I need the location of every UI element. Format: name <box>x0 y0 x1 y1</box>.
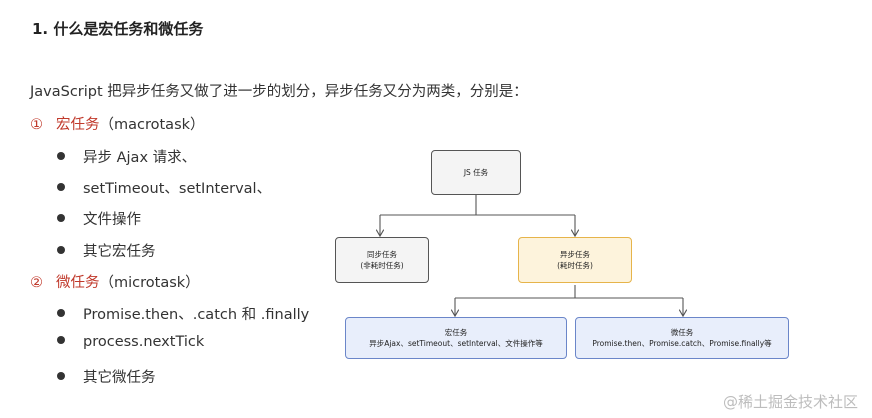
async-task-label: 异步任务 <box>560 250 590 259</box>
macrotask-node-label: 宏任务 <box>444 328 468 337</box>
macrotask-heading: ① 宏任务（macrotask） <box>30 113 205 134</box>
sync-task-node: 同步任务 (非耗时任务) <box>335 237 429 283</box>
list-item-text: process.nextTick <box>83 334 205 350</box>
async-task-sublabel: (耗时任务) <box>557 261 593 270</box>
bullet-icon <box>57 246 65 254</box>
list-item: setTimeout、setInterval、 <box>57 177 271 198</box>
page-heading: 1. 什么是宏任务和微任务 <box>32 20 204 38</box>
bullet-icon <box>57 336 65 344</box>
microtask-term: 微任务 <box>56 275 100 291</box>
js-task-label: JS 任务 <box>463 168 489 177</box>
microtask-english: （microtask） <box>99 275 200 291</box>
bullet-icon <box>57 214 65 222</box>
list-item: 异步 Ajax 请求、 <box>57 146 196 167</box>
list-item-text: 异步 Ajax 请求、 <box>83 150 197 166</box>
macrotask-term: 宏任务 <box>56 117 100 133</box>
list-item: 文件操作 <box>57 208 141 229</box>
microtask-node: 微任务 Promise.then、Promise.catch、Promise.f… <box>575 317 789 359</box>
intro-paragraph: JavaScript 把异步任务又做了进一步的划分，异步任务又分为两类，分别是： <box>30 84 528 100</box>
sync-task-sublabel: (非耗时任务) <box>360 261 404 270</box>
list-item: process.nextTick <box>57 334 204 350</box>
task-classification-diagram: JS 任务 同步任务 (非耗时任务) 异步任务 (耗时任务) 宏任务 异步Aja… <box>330 145 800 360</box>
microtask-node-sublabel: Promise.then、Promise.catch、Promise.final… <box>592 339 772 348</box>
list-item-text: setTimeout、setInterval、 <box>83 181 272 197</box>
bullet-icon <box>57 372 65 380</box>
microtask-node-label: 微任务 <box>670 328 694 337</box>
bullet-icon <box>57 152 65 160</box>
microtask-number: ② <box>30 275 43 291</box>
bullet-icon <box>57 309 65 317</box>
list-item-text: 其它宏任务 <box>83 244 156 260</box>
list-item-text: Promise.then、.catch 和 .finally <box>83 307 310 323</box>
list-item-text: 其它微任务 <box>83 370 156 386</box>
async-task-node: 异步任务 (耗时任务) <box>518 237 632 283</box>
macrotask-node-sublabel: 异步Ajax、setTimeout、setInterval、文件操作等 <box>369 339 543 348</box>
microtask-heading: ② 微任务（microtask） <box>30 271 200 292</box>
watermark: @稀土掘金技术社区 <box>722 393 858 411</box>
sync-task-label: 同步任务 <box>367 250 397 259</box>
js-task-node: JS 任务 <box>431 150 521 195</box>
macrotask-node: 宏任务 异步Ajax、setTimeout、setInterval、文件操作等 <box>345 317 567 359</box>
macrotask-number: ① <box>30 117 43 133</box>
macrotask-english: （macrotask） <box>99 117 205 133</box>
list-item: Promise.then、.catch 和 .finally <box>57 303 309 324</box>
list-item: 其它微任务 <box>57 366 156 387</box>
list-item-text: 文件操作 <box>83 212 141 228</box>
list-item: 其它宏任务 <box>57 240 156 261</box>
bullet-icon <box>57 183 65 191</box>
diagram-connectors <box>330 195 800 360</box>
